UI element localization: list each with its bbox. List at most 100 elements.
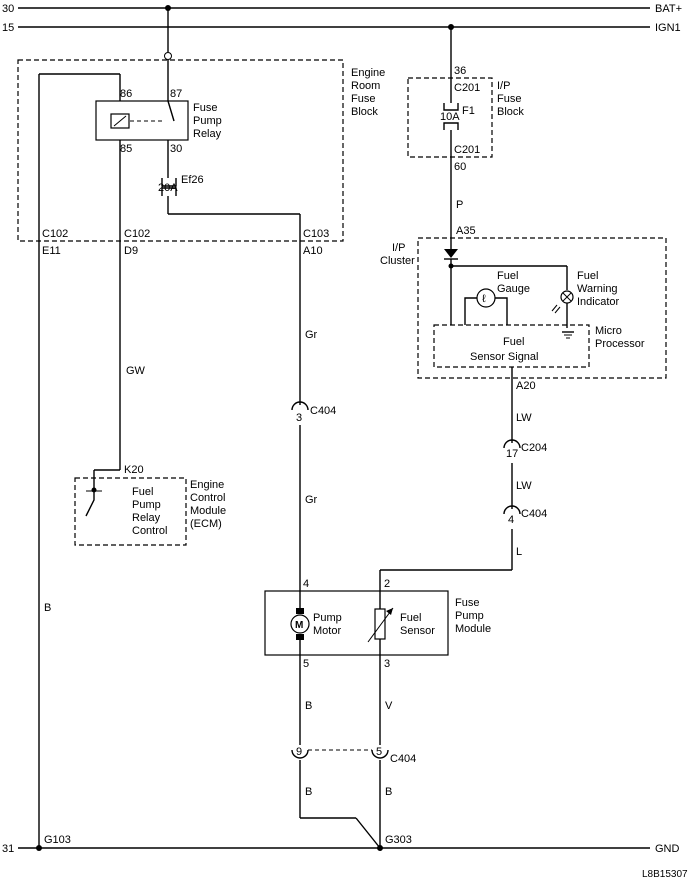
ip-fuse-title-2: Fuse xyxy=(497,93,521,105)
ign-rail-number: 15 xyxy=(2,22,14,34)
connector-c404-pin4-icon xyxy=(503,505,521,515)
ground-g103: G103 xyxy=(44,834,71,846)
wire-color-gr-upper: Gr xyxy=(305,329,318,341)
ecm-inner-label-3: Relay xyxy=(132,512,161,524)
connector-c404-pin5-icon xyxy=(371,749,389,759)
ip-fuse-title-1: I/P xyxy=(497,80,510,92)
pump-module-pin-2: 2 xyxy=(384,578,390,590)
ip-fuse-pin-60: 60 xyxy=(454,161,466,173)
engine-control-module: K20 Fuel Pump Relay Control Engine Contr… xyxy=(74,464,226,546)
bat-rail: 30 BAT+ xyxy=(2,3,682,15)
wire-color-p: P xyxy=(456,199,463,211)
wire-color-gr-lower: Gr xyxy=(305,494,318,506)
pin-d9: D9 xyxy=(124,245,138,257)
fuel-pump-module: 4 2 5 3 Fuse Pump Module M Pump Motor Fu… xyxy=(264,578,491,670)
ip-cluster-title-2: Cluster xyxy=(380,255,415,267)
connector-c404-pin3-icon xyxy=(291,401,309,411)
pump-module-title-1: Fuse xyxy=(455,597,479,609)
pump-module-title-3: Module xyxy=(455,623,491,635)
connector-c204-icon xyxy=(503,439,521,449)
connector-c103: C103 xyxy=(303,228,329,240)
g103-ground-dot xyxy=(36,845,42,851)
relay-switch-icon xyxy=(167,100,175,122)
connector-c204-pin: 17 xyxy=(506,448,518,460)
connector-c404-label: C404 xyxy=(310,405,336,417)
pump-motor-label-1: Pump xyxy=(313,612,342,624)
fuel-gauge-symbol: ℓ xyxy=(482,293,486,305)
engine-fuse-block-title-4: Block xyxy=(351,106,378,118)
pump-motor-symbol: M xyxy=(295,620,303,631)
pump-supply-wire: 3 C404 Gr Gr xyxy=(291,329,336,591)
pump-motor-icon xyxy=(290,614,310,634)
ip-cluster-title-1: I/P xyxy=(392,242,405,254)
connector-c404-pin4: 4 xyxy=(508,514,514,526)
ecm-inner-label-2: Pump xyxy=(132,499,161,511)
connector-c404-label-3: C404 xyxy=(390,753,416,765)
engine-fuse-block-title-2: Room xyxy=(351,80,380,92)
relay-pin-86: 86 xyxy=(120,88,132,100)
relay-supply-terminal xyxy=(164,52,172,60)
fuel-sensor-label-1: Fuel xyxy=(400,612,421,624)
ground-rail-label: GND xyxy=(655,843,680,855)
ip-fuse-name: F1 xyxy=(462,105,475,117)
ecm-title-3: Module xyxy=(190,505,226,517)
ign-rail: 15 IGN1 xyxy=(2,22,681,34)
fuse-pump-relay: 86 87 85 30 Fuse Pump Relay xyxy=(95,88,222,155)
ip-cluster: A35 I/P Cluster ℓ Fuel Gauge Fuel Warnin… xyxy=(380,225,667,392)
ecm-pin-k20: K20 xyxy=(124,464,144,476)
connector-c404-pin9-icon xyxy=(291,749,309,759)
ecm-title-4: (ECM) xyxy=(190,518,222,530)
pin-e11: E11 xyxy=(42,245,61,257)
pump-module-pin-5: 5 xyxy=(303,658,309,670)
ip-fuse-value: 10A xyxy=(440,111,460,123)
relay-wiring xyxy=(36,5,301,851)
connector-c404-pin5: 5 xyxy=(376,746,382,758)
ip-cluster-pin-a20: A20 xyxy=(516,380,536,392)
ecm-title-1: Engine xyxy=(190,479,224,491)
ecm-inner-label-4: Control xyxy=(132,525,167,537)
connector-c404-label-2: C404 xyxy=(521,508,547,520)
relay-pin-85: 85 xyxy=(120,143,132,155)
pump-module-pin-3: 3 xyxy=(384,658,390,670)
pump-motor-label-2: Motor xyxy=(313,625,341,637)
ground-rail: 31 GND xyxy=(2,843,680,855)
connector-c204-label: C204 xyxy=(521,442,547,454)
pin-a10: A10 xyxy=(303,245,323,257)
ground-g303: G303 xyxy=(385,834,412,846)
connector-c102-mid: C102 xyxy=(124,228,150,240)
sensor-signal-label-1: Fuel xyxy=(503,336,524,348)
figure-id: L8B15307 xyxy=(642,869,688,880)
wire-color-l: L xyxy=(516,546,522,558)
ecm-inner-label-1: Fuel xyxy=(132,486,153,498)
diode-icon xyxy=(444,249,458,258)
relay-title-1: Fuse xyxy=(193,102,217,114)
ip-cluster-pin-a35: A35 xyxy=(456,225,476,237)
fuel-sensor-signal-wire: 17 C204 4 C404 LW LW L xyxy=(379,367,547,591)
pump-module-title-2: Pump xyxy=(455,610,484,622)
fuel-warning-label-1: Fuel xyxy=(577,270,598,282)
ip-fuse-title-3: Block xyxy=(497,106,524,118)
fuel-sensor-icon xyxy=(374,608,386,640)
g303-ground-dot xyxy=(377,845,383,851)
connector-c404-pin3: 3 xyxy=(296,412,302,424)
connector-c404-pin9: 9 xyxy=(296,746,302,758)
ip-fuse-connector-bottom: C201 xyxy=(454,144,480,156)
ip-fuse-block: 36 C201 10A F1 C201 60 I/P Fuse Block P xyxy=(407,24,524,255)
ign-rail-label: IGN1 xyxy=(655,22,681,34)
micro-processor-label-2: Processor xyxy=(595,338,645,350)
fuse-ef26-value: 20A xyxy=(158,182,178,194)
relay-title-2: Pump xyxy=(193,115,222,127)
fuse-ef26-name: Ef26 xyxy=(181,174,204,186)
wire-color-lw-upper: LW xyxy=(516,412,532,424)
ecm-switch-icon xyxy=(85,490,95,517)
ecm-title-2: Control xyxy=(190,492,225,504)
ip-fuse-connector-top: C201 xyxy=(454,82,480,94)
fuel-sensor-label-2: Sensor xyxy=(400,625,435,637)
engine-fuse-block-title-1: Engine xyxy=(351,67,385,79)
relay-pin-30: 30 xyxy=(170,143,182,155)
wire-color-b-g303-left: B xyxy=(305,786,312,798)
relay-coil-icon xyxy=(110,113,130,129)
fuel-gauge-icon xyxy=(476,288,496,308)
pump-module-pin-4: 4 xyxy=(303,578,309,590)
